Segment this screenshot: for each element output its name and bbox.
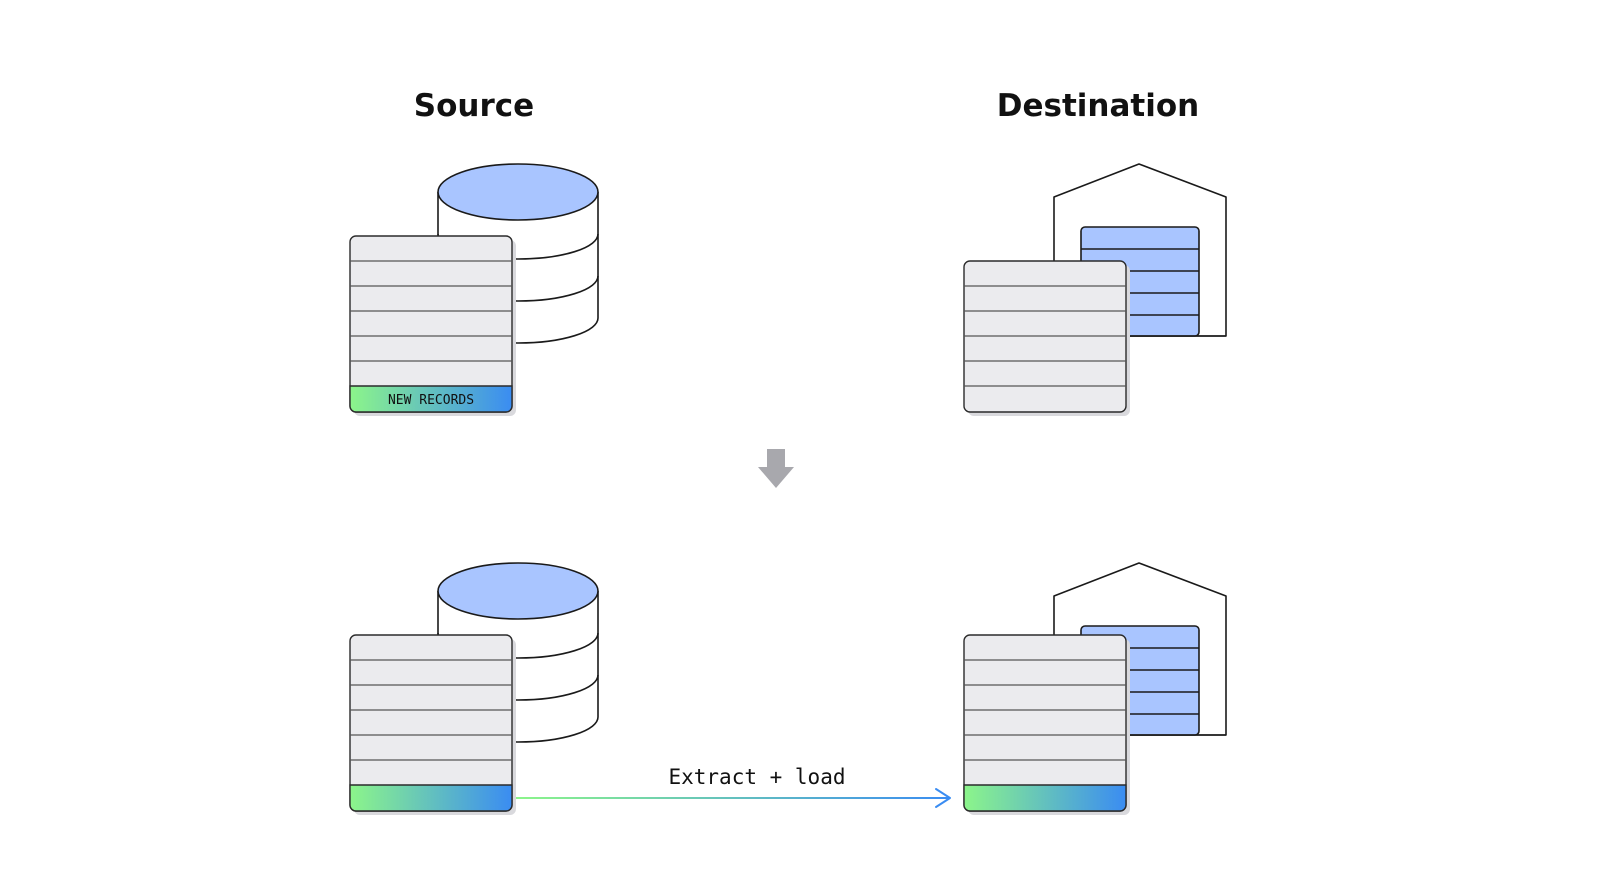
source-table-icon-bottom — [349, 634, 516, 815]
extract-load-label: Extract + load — [668, 765, 845, 789]
new-records-label: NEW RECORDS — [388, 393, 474, 408]
source-table-icon-top: NEW RECORDS — [349, 235, 516, 416]
extract-load-arrow: Extract + load — [516, 765, 951, 808]
source-heading: Source — [413, 88, 535, 124]
destination-table-icon-bottom — [963, 634, 1130, 815]
right-arrow-icon — [935, 788, 951, 808]
destination-heading: Destination — [996, 88, 1200, 124]
destination-table-icon-top — [963, 260, 1130, 416]
down-arrow-icon — [758, 449, 794, 488]
